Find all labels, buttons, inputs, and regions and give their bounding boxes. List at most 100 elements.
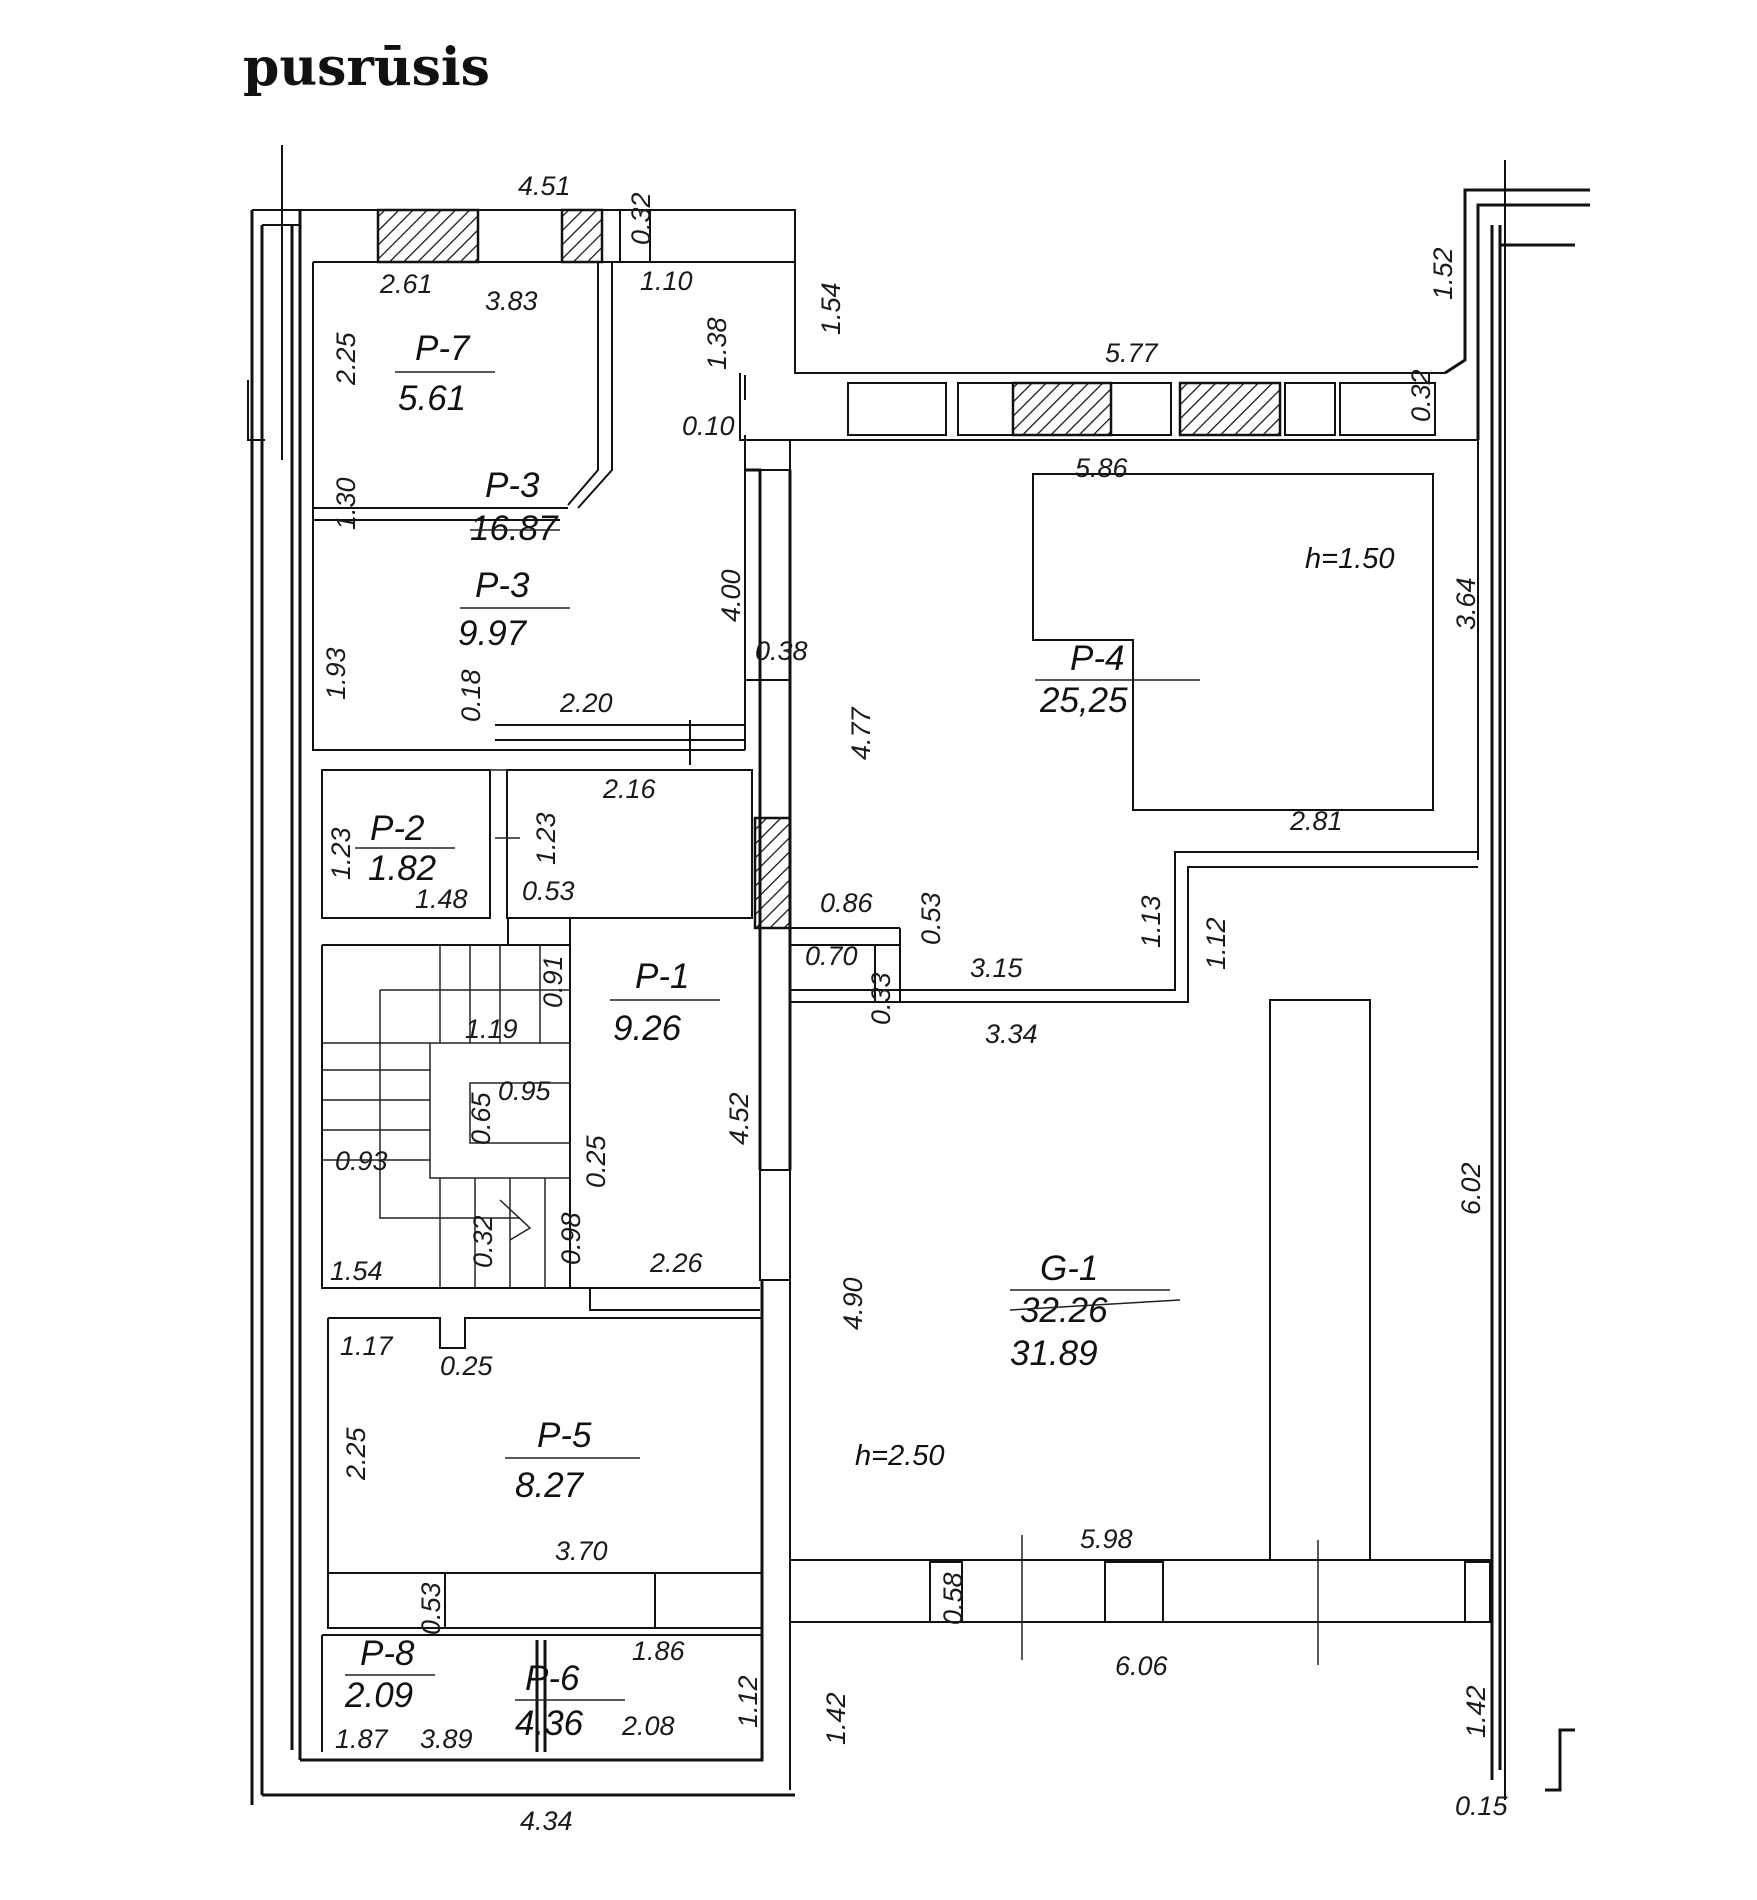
dimension: 1.12	[1201, 917, 1231, 970]
dimension: 0.32	[468, 1215, 498, 1268]
dimension: 0.25	[581, 1134, 611, 1188]
dimension: 4.77	[846, 706, 876, 760]
wall-hatch	[753, 816, 792, 930]
dimension: 0.32	[1406, 369, 1436, 422]
dimension: 3.64	[1451, 577, 1481, 630]
room-id: P-3	[485, 466, 540, 505]
room-area: 8.27	[515, 1466, 585, 1505]
dimension: 5.77	[1105, 338, 1159, 368]
dimension: 0.38	[755, 636, 808, 666]
dimension: 2.16	[602, 774, 657, 804]
dimension: 5.86	[1075, 453, 1129, 483]
dimension: 2.25	[341, 1426, 371, 1481]
room-id: G-1	[1040, 1249, 1098, 1288]
room-area: 2.09	[344, 1676, 413, 1715]
dimension: 1.17	[340, 1331, 394, 1361]
dimension: 0.53	[916, 892, 946, 945]
dimension: 4.00	[716, 569, 746, 622]
room-area: 4.36	[515, 1704, 584, 1743]
dimension: 1.93	[321, 647, 351, 700]
dimension: 3.34	[985, 1019, 1038, 1049]
room-id: P-7	[415, 329, 471, 368]
room-id: P-5	[537, 1416, 592, 1455]
room-area-corrected: 31.89	[1010, 1334, 1098, 1373]
dimension: 2.81	[1289, 806, 1343, 836]
room-id: P-1	[635, 957, 689, 996]
dimension: 2.26	[649, 1248, 704, 1278]
room-area: 5.61	[398, 379, 466, 418]
dimension: 3.89	[420, 1724, 473, 1754]
dimension: 0.15	[1455, 1791, 1509, 1821]
dimension: 0.53	[522, 876, 575, 906]
dimension: 0.70	[805, 941, 858, 971]
dimension: 0.58	[938, 1572, 968, 1625]
dimension: 1.38	[702, 317, 732, 370]
dimension: 1.13	[1136, 895, 1166, 948]
dimension: 0.18	[456, 669, 486, 722]
room-p-6: P-6 4.36	[515, 1659, 625, 1743]
window-hatch	[1011, 381, 1113, 437]
room-id: P-4	[1070, 639, 1124, 678]
room-id: P-3	[475, 566, 530, 605]
room-area: 9.26	[613, 1009, 682, 1048]
dimension: 1.12	[733, 1675, 763, 1728]
dimension: 0.95	[498, 1076, 552, 1106]
dimension: 1.10	[640, 266, 693, 296]
dimension: 3.70	[555, 1536, 608, 1566]
dimension: 6.06	[1115, 1651, 1169, 1681]
dimension: 1.19	[465, 1014, 518, 1044]
dimension: 4.90	[838, 1277, 868, 1330]
dimension: 1.42	[821, 1692, 851, 1745]
room-id: P-2	[370, 809, 424, 848]
dimension: 6.02	[1456, 1162, 1486, 1215]
dimension: 0.93	[335, 1146, 388, 1176]
room-area: 32.26	[1020, 1291, 1108, 1330]
dimension: 0.65	[466, 1091, 496, 1145]
dimension: 1.86	[632, 1636, 686, 1666]
height-label: h=1.50	[1305, 543, 1395, 575]
dimension: 3.83	[485, 286, 538, 316]
dimension: 0.98	[556, 1212, 586, 1265]
dimension: 0.25	[440, 1351, 494, 1381]
dimension: 1.42	[1461, 1685, 1491, 1738]
staircase	[322, 945, 571, 1288]
dimension: 4.51	[518, 171, 571, 201]
dimension: 0.33	[866, 972, 896, 1025]
room-g-1: G-1 32.26 31.89 h=2.50	[855, 1249, 1181, 1472]
room-area: 25,25	[1039, 681, 1128, 720]
plan-title: pusrūsis	[243, 37, 490, 98]
dimension: 1.23	[326, 827, 356, 880]
dimension: 1.87	[335, 1724, 389, 1754]
dimension: 0.10	[682, 411, 735, 441]
room-p-3-upper: P-3 16.87	[470, 466, 560, 548]
dimension: 1.48	[415, 884, 468, 914]
room-p-4: P-4 25,25 h=1.50	[1035, 543, 1395, 720]
dimension: 3.15	[970, 953, 1024, 983]
room-p-2: P-2 1.82	[355, 809, 455, 888]
dimension: 1.30	[331, 477, 361, 530]
room-area: 9.97	[458, 614, 528, 653]
dimension: 0.53	[416, 1582, 446, 1635]
room-p-8: P-8 2.09	[344, 1634, 435, 1715]
dimension: 4.52	[724, 1092, 754, 1145]
room-p-1: P-1 9.26	[610, 957, 720, 1048]
dimension: 1.52	[1428, 247, 1458, 300]
room-area: 16.87	[470, 509, 559, 548]
room-labels: P-7 5.61 P-3 16.87 P-3 9.97 P-4 25,25 h=…	[344, 329, 1395, 1743]
dimension: 2.25	[331, 331, 361, 386]
window-hatch	[376, 208, 480, 264]
dimension: 0.86	[820, 888, 874, 918]
dimension: 2.61	[379, 269, 433, 299]
dimension: 0.32	[626, 192, 656, 245]
room-id: P-8	[360, 1634, 415, 1673]
interior-walls	[312, 262, 1478, 1752]
room-p-7: P-7 5.61	[395, 329, 495, 418]
dimension: 5.98	[1080, 1524, 1133, 1554]
window-hatch	[1178, 381, 1282, 437]
room-area: 1.82	[368, 849, 436, 888]
dimension-labels: 4.51 2.61 3.83 1.10 0.32 1.54 1.38 1.52 …	[321, 171, 1509, 1836]
height-label: h=2.50	[855, 1440, 945, 1472]
window-hatch	[560, 208, 604, 264]
room-id: P-6	[525, 1659, 580, 1698]
